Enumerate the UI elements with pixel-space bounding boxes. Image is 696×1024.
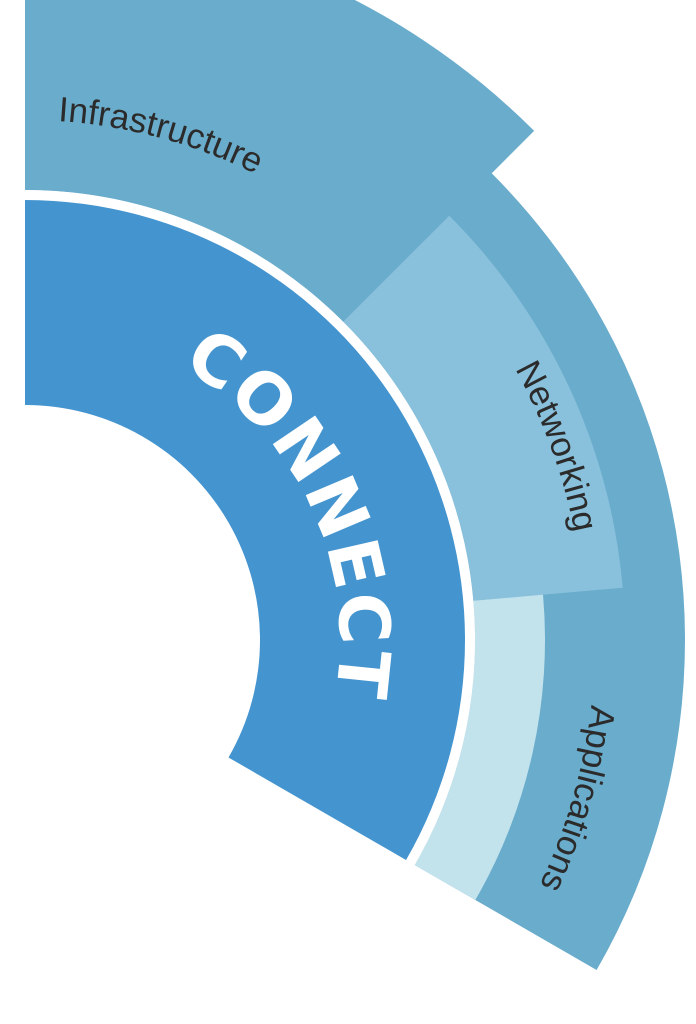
connect-ring[interactable] (25, 200, 465, 860)
inner-ring-gap (25, 190, 476, 892)
applications-segment[interactable] (414, 594, 545, 900)
infrastructure-segment[interactable] (25, 0, 535, 322)
networking-segment[interactable] (343, 215, 623, 601)
